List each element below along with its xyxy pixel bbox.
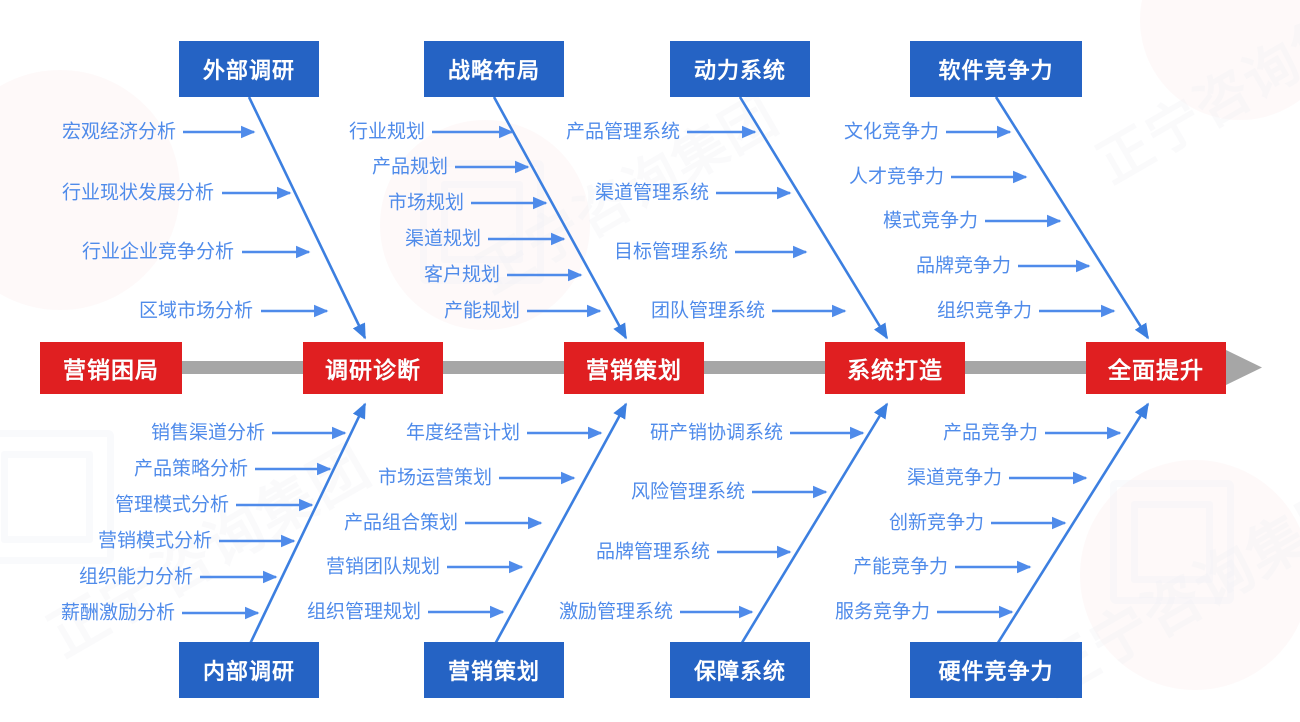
- branch-item: 渠道竞争力: [906, 467, 1002, 489]
- category-label: 软件竞争力: [938, 58, 1054, 83]
- branch-item: 营销团队规划: [325, 556, 440, 578]
- branch-item: 产品组合策划: [343, 512, 458, 534]
- category-label: 外部调研: [202, 58, 295, 83]
- branch-item: 团队管理系统: [650, 300, 765, 322]
- branch-item: 组织竞争力: [936, 300, 1032, 322]
- spine-stage-label: 系统打造: [847, 357, 943, 383]
- branch-item: 激励管理系统: [558, 601, 673, 623]
- branch-item: 客户规划: [423, 264, 500, 286]
- spine-stage-label: 全面提升: [1108, 357, 1204, 383]
- category-label: 硬件竞争力: [938, 659, 1054, 684]
- branch-item: 组织能力分析: [78, 566, 193, 588]
- branch-item: 人才竞争力: [848, 166, 944, 188]
- branch-item: 服务竞争力: [834, 601, 930, 623]
- branch-item: 区域市场分析: [138, 300, 253, 322]
- branch-item: 销售渠道分析: [150, 422, 265, 444]
- branch-item: 组织管理规划: [306, 601, 421, 623]
- branch-item: 品牌竞争力: [915, 255, 1011, 277]
- branch-item: 模式竞争力: [882, 210, 978, 232]
- branch-item: 渠道管理系统: [594, 182, 709, 204]
- category-box-bottom-1[interactable]: 内部调研: [179, 642, 319, 698]
- category-box-top-2[interactable]: 战略布局: [424, 41, 564, 97]
- category-box-bottom-3[interactable]: 保障系统: [670, 642, 810, 698]
- branch-item: 产品策略分析: [133, 458, 248, 480]
- category-label: 保障系统: [693, 659, 786, 684]
- branch-item: 产品管理系统: [565, 121, 680, 143]
- branch-item: 目标管理系统: [613, 241, 728, 263]
- category-label: 内部调研: [202, 659, 295, 684]
- branch-item: 产能竞争力: [852, 556, 948, 578]
- branch-item: 渠道规划: [404, 228, 481, 250]
- branch-item: 年度经营计划: [405, 422, 520, 444]
- spine-stage-1[interactable]: 营销困局: [40, 342, 182, 394]
- category-box-top-1[interactable]: 外部调研: [179, 41, 319, 97]
- spine-stage-label: 营销困局: [63, 357, 159, 383]
- branch-item: 行业现状发展分析: [61, 182, 214, 204]
- branch-item: 文化竞争力: [843, 121, 939, 143]
- spine-stage-4[interactable]: 系统打造: [825, 342, 965, 394]
- branch-item: 营销模式分析: [97, 530, 212, 552]
- category-label: 营销策划: [447, 659, 540, 684]
- branch-item: 行业企业竞争分析: [81, 241, 234, 263]
- spine-stage-label: 营销策划: [586, 357, 682, 383]
- category-box-bottom-2[interactable]: 营销策划: [424, 642, 564, 698]
- branch-item: 管理模式分析: [114, 494, 229, 516]
- branch-item: 研产销协调系统: [649, 422, 783, 444]
- spine-line: [182, 350, 1262, 385]
- spine-stage-3[interactable]: 营销策划: [564, 342, 704, 394]
- branch-item: 品牌管理系统: [595, 541, 710, 563]
- spine-stage-5[interactable]: 全面提升: [1086, 342, 1226, 394]
- branch-item: 产品竞争力: [942, 422, 1038, 444]
- category-box-top-3[interactable]: 动力系统: [670, 41, 810, 97]
- spine-stage-2[interactable]: 调研诊断: [303, 342, 443, 394]
- branch-item: 市场运营策划: [377, 467, 492, 489]
- category-box-bottom-4[interactable]: 硬件竞争力: [910, 642, 1082, 698]
- branch-item: 产能规划: [443, 300, 520, 322]
- branch-item: 市场规划: [387, 192, 464, 214]
- branch-item: 薪酬激励分析: [60, 602, 175, 624]
- category-box-top-4[interactable]: 软件竞争力: [910, 41, 1082, 97]
- category-label: 动力系统: [693, 58, 786, 83]
- category-label: 战略布局: [447, 58, 540, 83]
- branch-item: 宏观经济分析: [61, 121, 176, 143]
- branch-item: 产品规划: [371, 156, 448, 178]
- spine-stage-label: 调研诊断: [325, 357, 421, 383]
- branch-item: 风险管理系统: [630, 481, 745, 503]
- branch-item: 创新竞争力: [888, 512, 984, 534]
- branch-item: 行业规划: [348, 121, 425, 143]
